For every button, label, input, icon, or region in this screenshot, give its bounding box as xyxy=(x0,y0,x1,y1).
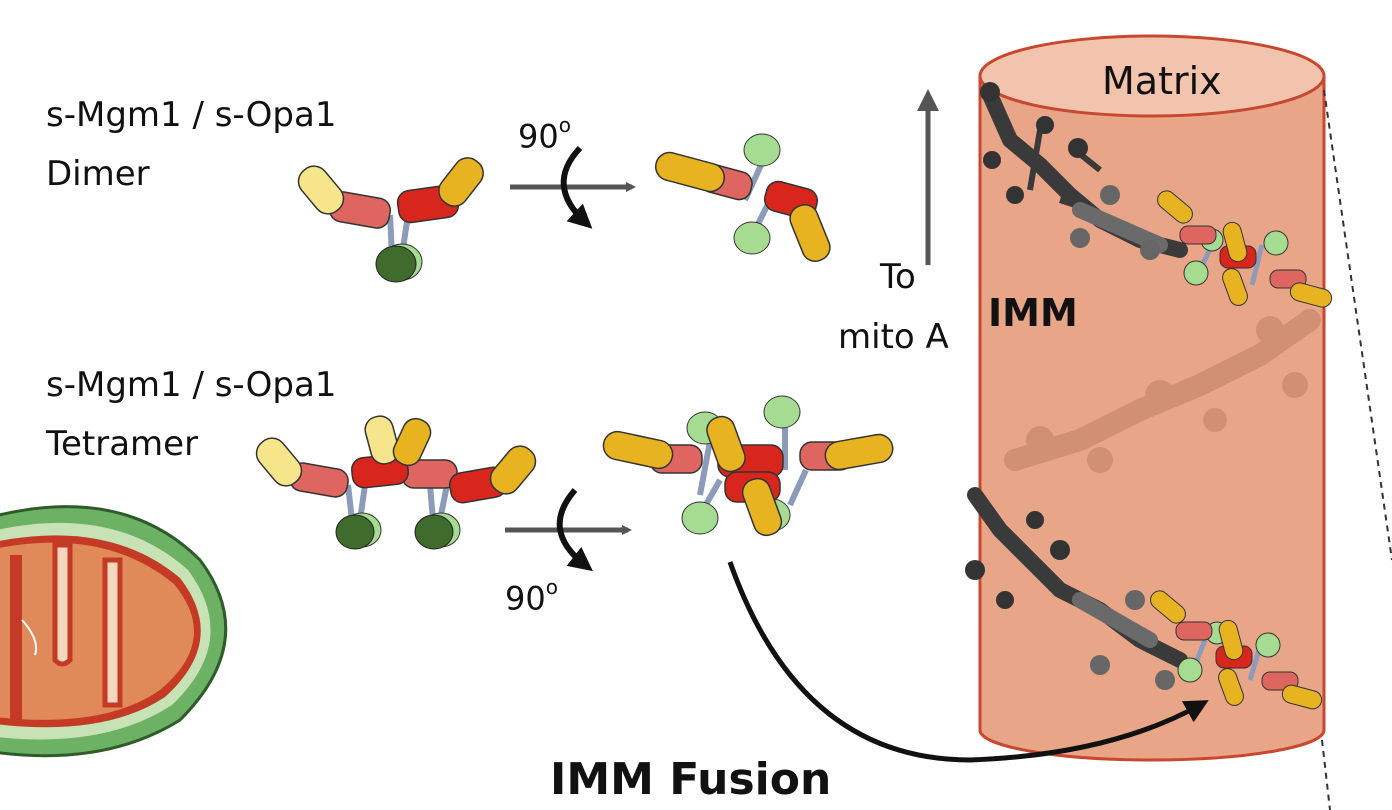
degree-symbol-top: o xyxy=(558,113,571,137)
rotation-value-top: 90 xyxy=(518,117,559,156)
to-label-line1: To xyxy=(880,257,916,297)
to-label-line2: mito A xyxy=(838,317,949,357)
dimer-label-line2: Dimer xyxy=(46,154,150,194)
dimer-front-view xyxy=(297,157,484,283)
tetramer-side-view xyxy=(602,395,894,537)
membrane-protein-cluster-top xyxy=(1157,190,1333,308)
degree-symbol-bottom: o xyxy=(545,575,558,599)
imm-membrane-cylinder xyxy=(978,34,1392,810)
tetramer-front-view xyxy=(255,415,537,550)
rotation-label-bottom: 90o xyxy=(505,576,558,618)
rotation-arrow-bottom xyxy=(505,488,632,572)
matrix-label: Matrix xyxy=(1102,59,1222,103)
mitochondrion-illustration xyxy=(0,505,228,758)
back-filament xyxy=(1004,309,1321,473)
dimer-side-view xyxy=(654,133,831,262)
membrane-protein-cluster-bottom xyxy=(1150,590,1323,710)
dimer-label-line1: s-Mgm1 / s-Opa1 xyxy=(46,95,337,135)
tetramer-label-line2: Tetramer xyxy=(46,424,199,464)
filament-top xyxy=(980,82,1188,260)
rotation-arrow-top xyxy=(510,145,636,229)
tetramer-label-line1: s-Mgm1 / s-Opa1 xyxy=(46,365,337,405)
membrane-label: IMM xyxy=(988,291,1078,335)
page-title: IMM Fusion xyxy=(550,754,832,805)
rotation-value-bottom: 90 xyxy=(505,579,546,618)
fusion-curved-arrow xyxy=(727,561,1209,763)
filament-bottom xyxy=(965,487,1188,690)
rotation-label-top: 90o xyxy=(518,114,571,156)
